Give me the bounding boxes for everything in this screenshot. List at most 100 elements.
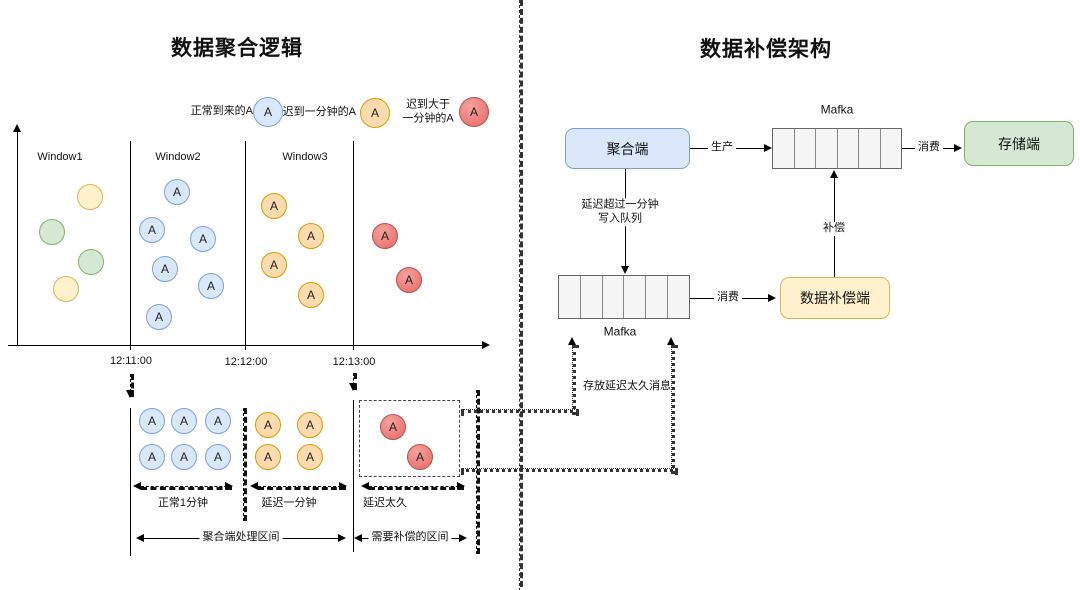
consume-top-arrow-icon xyxy=(954,144,962,152)
event-circle-late1: A xyxy=(255,444,281,470)
event-circle-normal: A xyxy=(139,444,165,470)
queue-cell xyxy=(773,129,795,168)
event-circle-normal: A xyxy=(205,408,231,434)
group-label-normal: 正常1分钟 xyxy=(157,497,209,510)
delay-write-label-line2: 写入队列 xyxy=(598,212,642,224)
range-normal-arrow-right-icon xyxy=(225,482,233,490)
y-axis-arrow-icon xyxy=(13,124,21,132)
legend-latemore-circle-icon: A xyxy=(459,97,489,127)
queue-cell xyxy=(668,276,689,318)
queue-top xyxy=(772,128,902,169)
delay-write-arrow-icon xyxy=(621,266,629,274)
event-circle-late1: A xyxy=(298,282,324,308)
connector-top-arrow-icon xyxy=(568,337,576,345)
legend-label-latemore: 迟到大于 一分钟的A xyxy=(402,98,453,126)
legend-latemore-line1: 迟到大于 xyxy=(406,98,450,111)
event-circle-late1: A xyxy=(261,252,287,278)
queue-top-label: Mafka xyxy=(820,102,854,117)
event-circle-normal: A xyxy=(198,273,224,299)
event-circle-late1: A xyxy=(297,444,323,470)
queue-cell xyxy=(859,129,881,168)
tick-12-13: 12:13:00 xyxy=(332,356,376,369)
tick-12-11: 12:11:00 xyxy=(109,355,153,368)
queue-cell xyxy=(581,276,603,318)
queue-cell xyxy=(646,276,669,318)
compensate-arrow-icon xyxy=(830,170,838,178)
queue-cell xyxy=(624,276,647,318)
interval-comp-label: 需要补偿的区间 xyxy=(368,531,452,545)
consume-top-label: 消费 xyxy=(915,141,943,155)
consume-bottom-label: 消费 xyxy=(714,291,742,305)
compensate-label: 补偿 xyxy=(820,222,848,236)
window2-label: Window2 xyxy=(155,151,201,164)
event-circle-normal: A xyxy=(139,408,165,434)
delay-write-label-line1: 延迟超过一分钟 xyxy=(581,198,659,211)
event-circle-normal: A xyxy=(190,226,216,252)
y-axis xyxy=(17,130,18,346)
delay-write-label: 延迟超过一分钟 写入队列 xyxy=(578,198,662,226)
queue-cell xyxy=(603,276,625,318)
queue-bottom-label: Mafka xyxy=(603,324,637,339)
queue-cell xyxy=(816,129,838,168)
legend-late1-circle-icon: A xyxy=(360,98,390,128)
group-frame-line-mid xyxy=(353,400,354,552)
window-separator-1 xyxy=(130,141,131,350)
aggregator-node: 聚合端 xyxy=(565,128,690,169)
event-circle-latemore: A xyxy=(380,414,406,440)
event-circle-yellow xyxy=(53,276,79,302)
queue-cell xyxy=(881,129,902,168)
legend-normal-circle-icon: A xyxy=(253,97,283,127)
window-separator-3 xyxy=(353,141,354,350)
event-circle-normal: A xyxy=(146,304,172,330)
range-late1-line xyxy=(258,486,346,490)
event-circle-green xyxy=(39,219,65,245)
event-circle-green xyxy=(78,249,104,275)
window-separator-2 xyxy=(245,141,246,350)
interval-agg-label: 聚合端处理区间 xyxy=(199,531,283,545)
connector-bottom-arrow-icon xyxy=(667,337,675,345)
legend-latemore-line2: 一分钟的A xyxy=(402,112,454,124)
queue-cell xyxy=(795,129,816,168)
right-panel-title: 数据补偿架构 xyxy=(700,38,832,61)
legend-label-late1: 迟到一分钟的A xyxy=(282,106,356,119)
event-circle-normal: A xyxy=(152,256,178,282)
guide-arrow-left-icon xyxy=(126,390,134,398)
group-label-latemore: 延迟太久 xyxy=(363,497,407,510)
event-circle-normal: A xyxy=(171,444,197,470)
connector-bottom-vline xyxy=(671,345,675,474)
event-circle-yellow xyxy=(77,184,103,210)
group-frame-line-left xyxy=(130,408,131,556)
event-circle-latemore: A xyxy=(396,267,422,293)
window3-label: Window3 xyxy=(282,151,328,164)
group-separator-dashed xyxy=(243,408,247,521)
queue-bottom xyxy=(558,275,690,319)
event-circle-late1: A xyxy=(297,412,323,438)
group-frame-line-right-dashed xyxy=(476,390,480,554)
event-circle-latemore: A xyxy=(372,223,398,249)
window1-label: Window1 xyxy=(37,151,83,164)
guide-arrow-right-icon xyxy=(349,383,357,391)
queue-cell xyxy=(838,129,859,168)
panel-divider xyxy=(519,0,523,590)
compensation-region-box xyxy=(359,400,460,477)
range-latemore-line xyxy=(369,486,464,490)
produce-arrow-icon xyxy=(764,144,772,152)
event-circle-late1: A xyxy=(261,193,287,219)
interval-agg-arrow-right-icon xyxy=(338,534,346,542)
connector-top-vline xyxy=(572,345,576,415)
group-label-late1: 延迟一分钟 xyxy=(261,497,317,510)
range-late1-arrow-right-icon xyxy=(339,482,347,490)
event-circle-late1: A xyxy=(298,223,324,249)
event-circle-late1: A xyxy=(255,412,281,438)
x-axis xyxy=(8,345,484,346)
event-circle-normal: A xyxy=(205,444,231,470)
interval-comp-arrow-left-icon xyxy=(354,534,362,542)
range-late1-arrow-left-icon xyxy=(250,482,258,490)
consume-bottom-arrow-icon xyxy=(768,294,776,302)
range-normal-arrow-left-icon xyxy=(133,482,141,490)
event-circle-normal: A xyxy=(171,408,197,434)
legend-label-normal: 正常到来的A xyxy=(190,105,253,118)
event-circle-normal: A xyxy=(164,179,190,205)
range-latemore-arrow-left-icon xyxy=(361,482,369,490)
